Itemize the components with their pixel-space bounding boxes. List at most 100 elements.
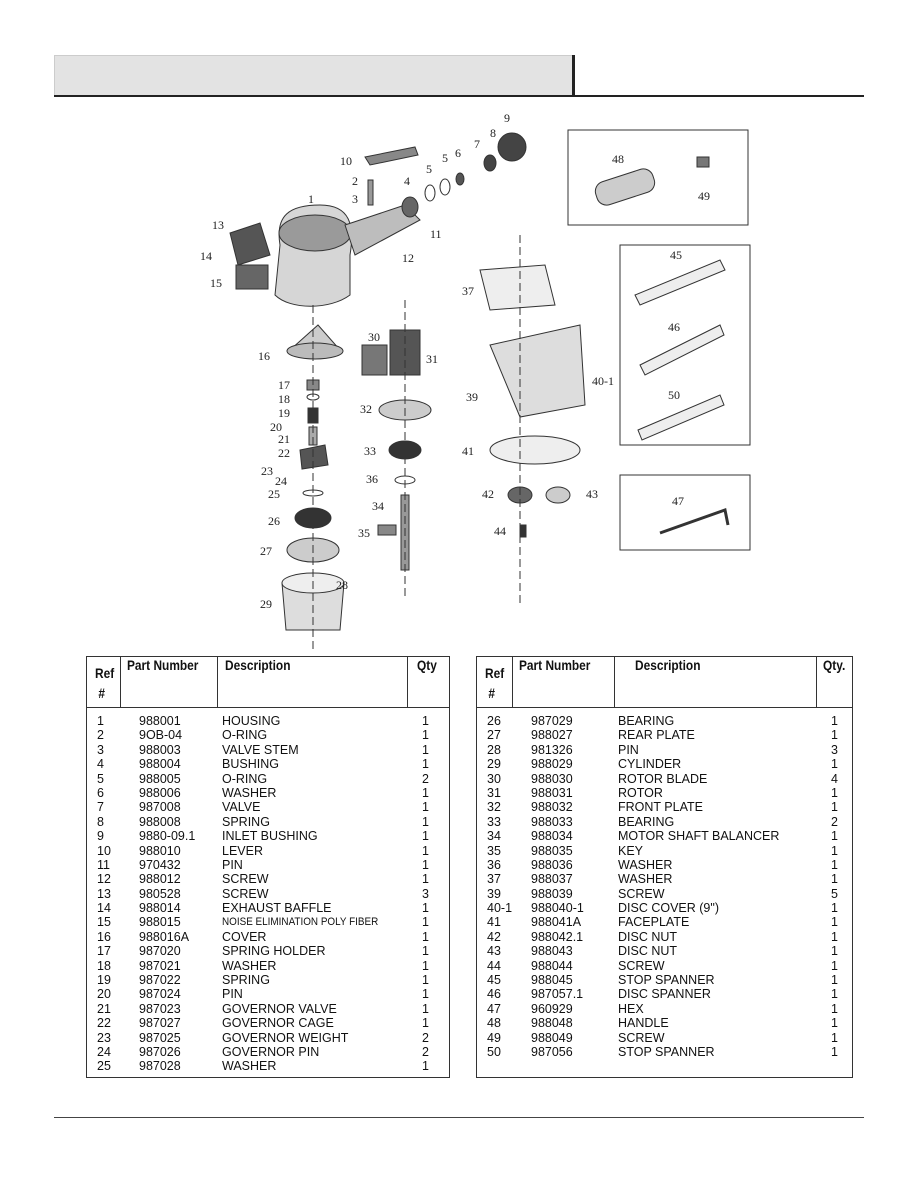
cell-part: 988010 [139,843,181,858]
callout-24: 24 [275,474,287,488]
callout-7: 7 [474,137,480,151]
cell-desc: WASHER [618,857,673,872]
col-ref-header: Ref # [485,657,504,707]
cell-desc: BEARING [618,714,675,728]
cell-part: 988030 [531,771,573,786]
cell-part: 988015 [139,915,181,930]
cell-part: 987022 [139,973,181,988]
callout-49: 49 [698,189,710,203]
cell-part: 9OB-04 [139,728,183,743]
cell-desc: VALVE [222,800,261,815]
callout-22: 22 [278,446,290,460]
cell-desc: DISC COVER (9") [618,901,719,916]
cell-desc: MOTOR SHAFT BALANCER [618,829,780,844]
screw-49 [696,156,710,168]
cell-desc: SCREW [618,1030,665,1045]
cell-qty: 3 [831,742,838,757]
cell-part: 987027 [139,1016,181,1031]
callout-17: 17 [278,378,290,392]
spanner-50 [637,394,725,441]
oring-5a [424,184,436,202]
lever-shape [364,146,419,166]
cell-ref: 23 [97,1030,111,1045]
spring-8 [483,154,497,172]
cell-ref: 16 [97,929,111,944]
cell-desc: STOP SPANNER [618,1044,715,1059]
cell-qty: 1 [831,800,838,815]
cell-ref: 7 [97,800,104,815]
oring-5b [439,178,451,196]
callout-6: 6 [455,146,461,160]
cell-ref: 13 [97,886,111,901]
spanner-46 [639,324,725,376]
cell-desc: LEVER [222,843,263,858]
cell-desc: GOVERNOR WEIGHT [222,1030,349,1045]
callout-41: 41 [462,444,474,458]
cell-ref: 2 [97,728,104,743]
inset-handle-box [567,129,749,226]
col-qty-header: Qty [417,657,437,673]
callout-12: 12 [402,251,414,265]
faceplate [489,435,581,465]
cell-desc: EXHAUST BAFFLE [222,901,332,916]
cell-ref: 14 [97,901,111,916]
cell-part: 988036 [531,857,573,872]
cell-ref: 9 [97,829,104,844]
cell-desc: ROTOR BLADE [618,771,708,786]
cell-ref: 19 [97,973,111,988]
callout-21: 21 [278,432,290,446]
cell-qty: 1 [422,872,429,887]
cell-part: 980528 [139,886,181,901]
cell-ref: 25 [97,1059,111,1074]
cell-ref: 31 [487,785,501,800]
cell-desc: HANDLE [618,1016,669,1031]
cell-qty: 1 [831,785,838,800]
cell-desc: WASHER [222,958,277,973]
cell-part: 988034 [531,829,573,844]
cell-part: 988005 [139,771,181,786]
cell-qty: 1 [422,1059,429,1074]
cell-desc: GOVERNOR VALVE [222,1001,337,1016]
cell-part: 988004 [139,757,181,772]
cell-part: 988033 [531,814,573,829]
callout-28: 28 [336,578,348,592]
callout-5a: 5 [426,162,432,176]
cell-desc: FRONT PLATE [618,800,703,815]
callout-15: 15 [210,276,222,290]
spanner-45 [634,259,726,306]
cell-part: 981326 [531,742,573,757]
callout-32: 32 [360,402,372,416]
cell-part: 987024 [139,987,181,1002]
cell-desc: REAR PLATE [618,728,695,743]
cell-desc: BEARING [618,814,675,829]
cell-desc: PIN [222,987,243,1002]
valve-stem [367,179,374,206]
cell-desc: SPRING [222,973,270,988]
housing-arm [344,204,421,256]
cell-desc: O-RING [222,728,268,743]
cell-part: 988032 [531,800,573,815]
col-divider [512,657,513,707]
callout-47: 47 [672,494,684,508]
cell-qty: 5 [831,886,838,901]
col-ref-header-line1: Ref [485,665,505,681]
cell-ref: 50 [487,1044,501,1059]
callout-4: 4 [404,174,410,188]
cell-desc: DISC SPANNER [618,987,711,1002]
cell-ref: 34 [487,829,501,844]
callout-39: 39 [466,390,478,404]
cell-ref: 30 [487,771,501,786]
